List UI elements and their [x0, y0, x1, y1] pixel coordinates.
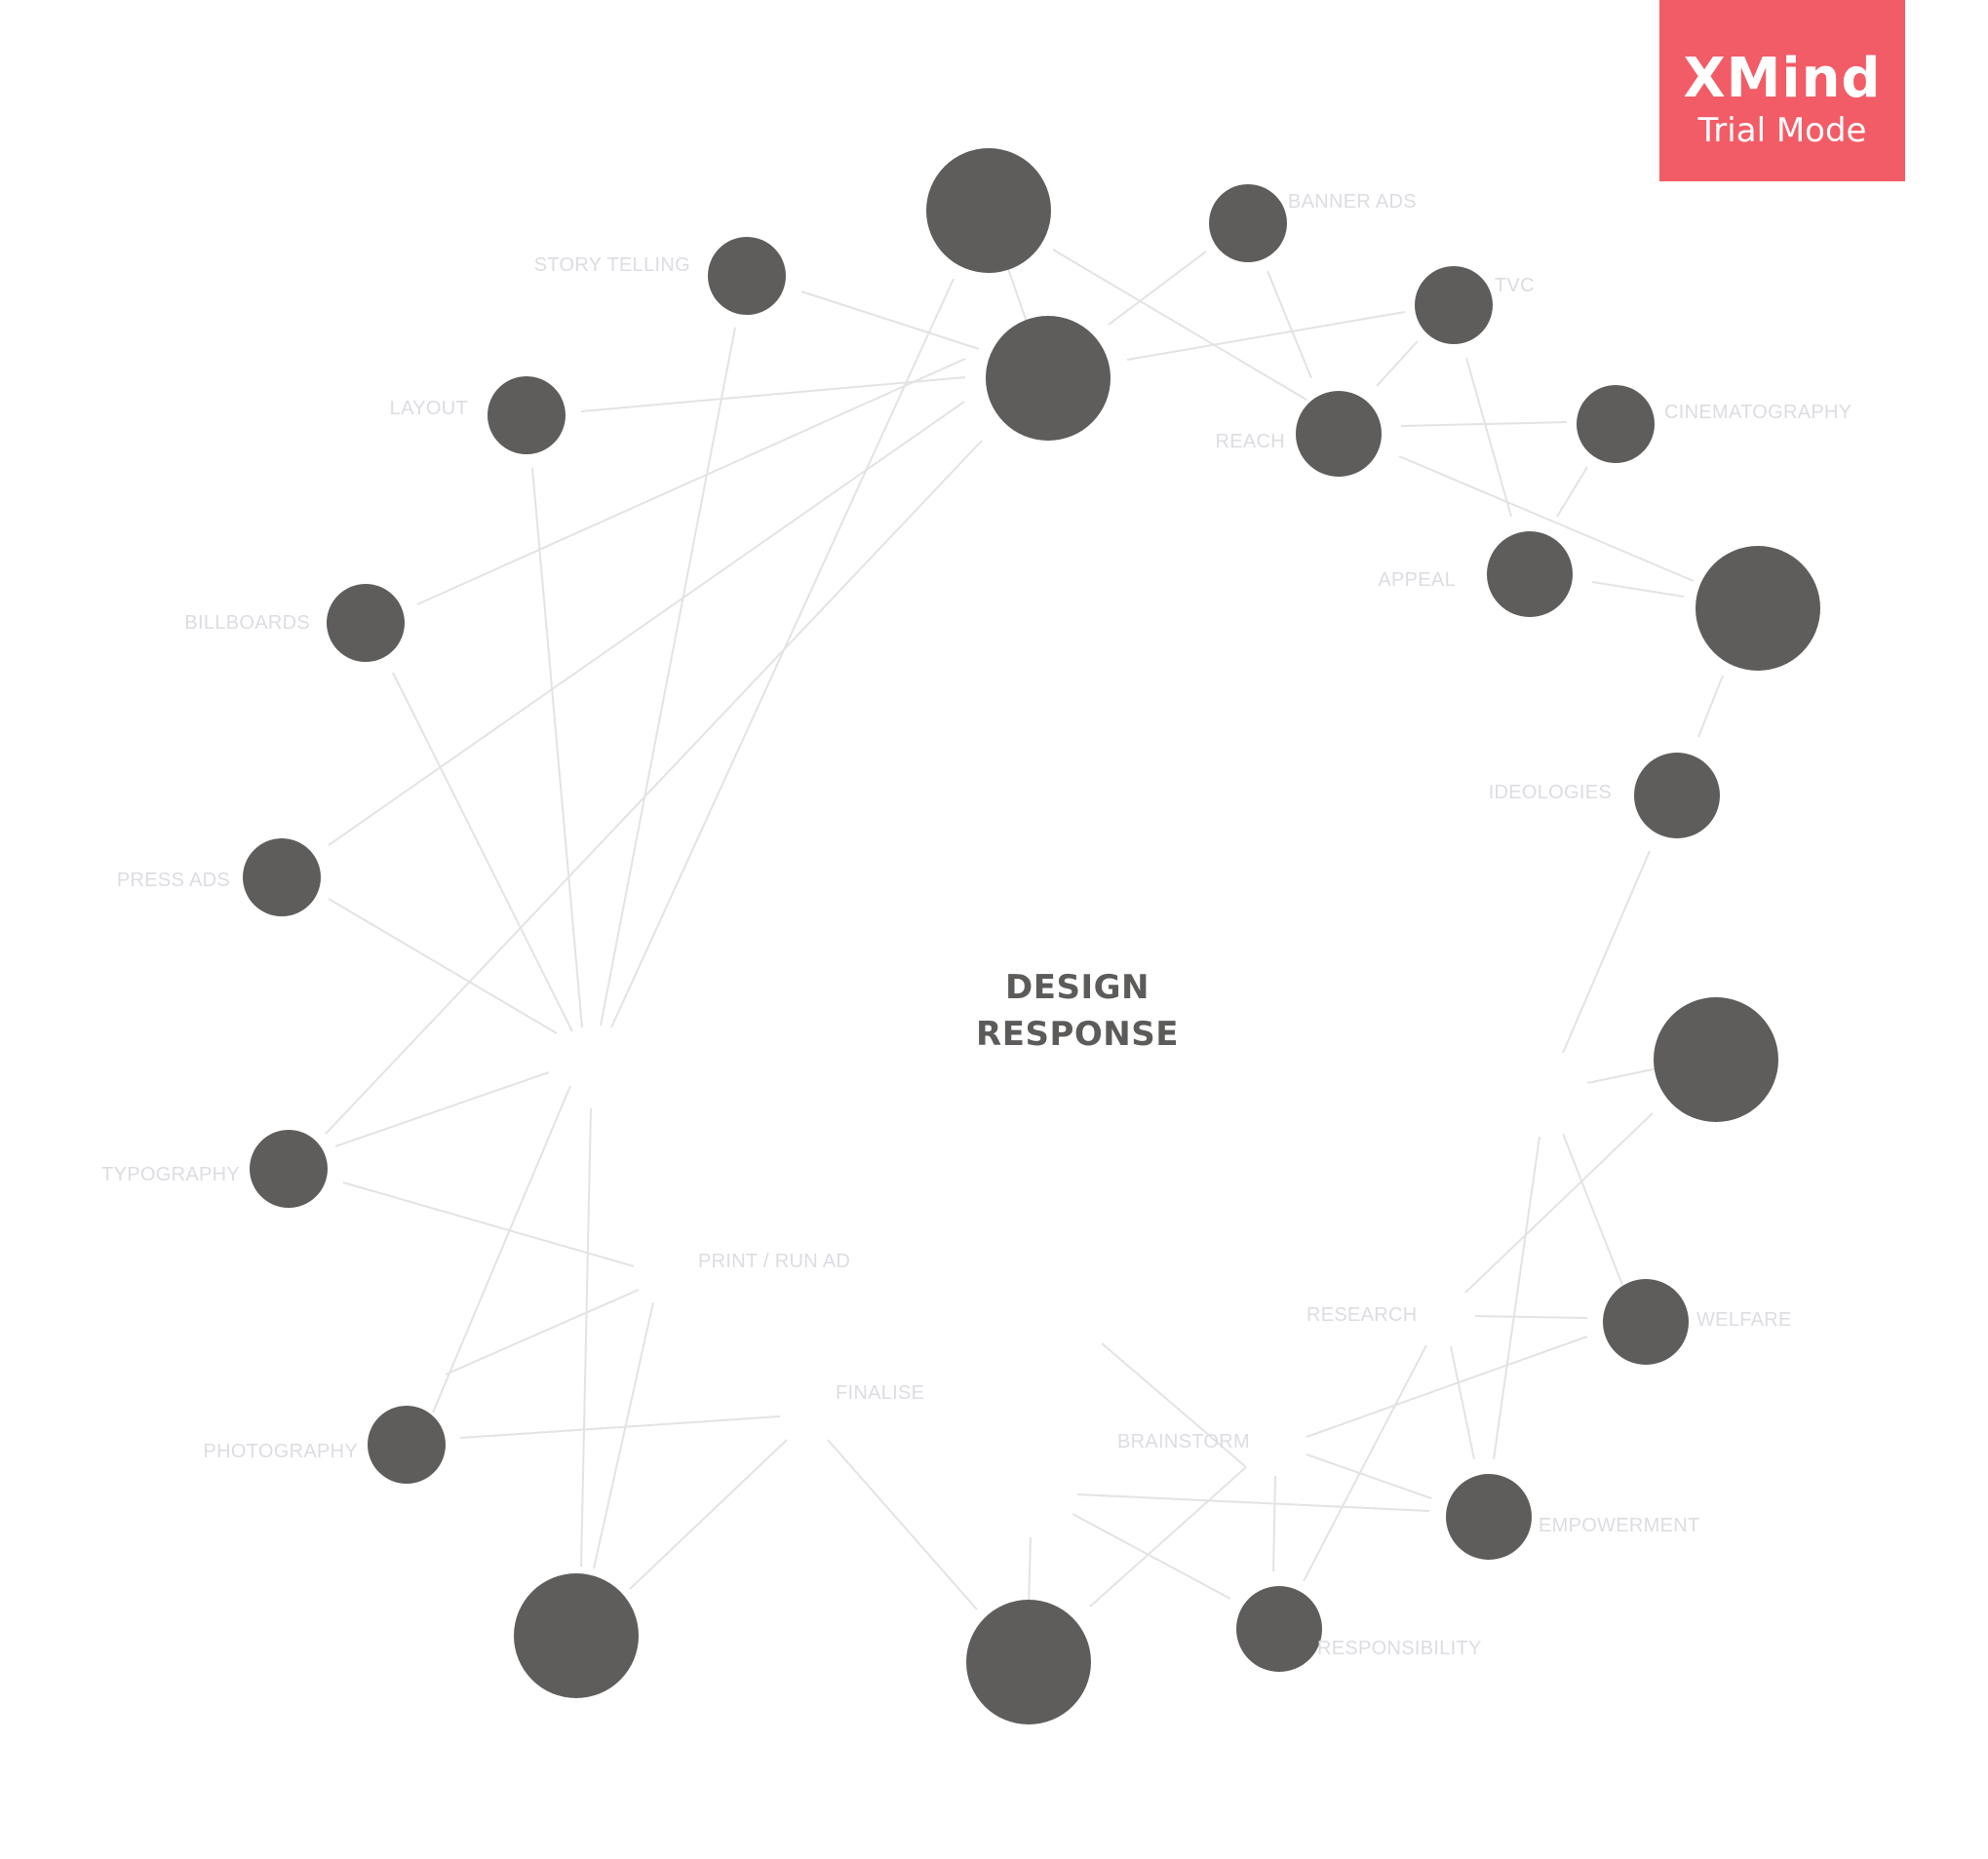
connection-line — [1464, 1112, 1654, 1294]
connection-line — [1465, 357, 1512, 518]
connection-line — [392, 672, 573, 1032]
topic-label-typography[interactable]: TYPOGRAPHY — [101, 1164, 240, 1185]
central-topic-line-2[interactable]: RESPONSE — [976, 1015, 1179, 1054]
connection-line — [1398, 455, 1695, 582]
topic-node-mid-hub[interactable] — [986, 316, 1111, 441]
topic-node-empowerment[interactable] — [1446, 1474, 1532, 1560]
connection-line — [610, 278, 955, 1028]
connection-line — [1697, 675, 1724, 738]
connection-line — [1586, 1067, 1658, 1084]
topic-node-billboards[interactable] — [327, 584, 405, 662]
connection-line — [342, 1181, 635, 1267]
connection-line — [1591, 581, 1685, 598]
topic-label-welfare[interactable]: WELFARE — [1696, 1309, 1792, 1331]
connection-line — [1076, 1493, 1430, 1512]
connection-line — [1493, 1136, 1540, 1460]
connection-line — [531, 467, 583, 1028]
connection-line — [1556, 466, 1588, 518]
topic-label-finalise[interactable]: FINALISE — [836, 1382, 924, 1404]
topic-node-bottom-left-hub[interactable] — [514, 1573, 639, 1698]
connection-line — [1562, 1133, 1623, 1286]
topic-node-banner-ads[interactable] — [1209, 184, 1287, 262]
connection-line — [416, 358, 966, 605]
topic-labels: BANNER ADS TVC REACH CINEMATOGRAPHY APPEAL ID… — [101, 191, 1852, 1659]
topic-node-right-hub[interactable] — [1696, 546, 1820, 671]
connection-line — [1376, 340, 1419, 387]
connection-line — [1005, 262, 1030, 329]
connection-line — [328, 898, 558, 1034]
topic-node-tvc[interactable] — [1415, 266, 1493, 344]
connection-lines — [325, 249, 1724, 1610]
connection-line — [1306, 1336, 1588, 1438]
connection-line — [827, 1439, 978, 1610]
xmind-trial-badge[interactable]: XMind Trial Mode — [1659, 0, 1905, 181]
topic-node-story-telling[interactable] — [708, 237, 786, 315]
connection-line — [1101, 1342, 1247, 1468]
topic-label-layout[interactable]: LAYOUT — [390, 398, 468, 419]
xmind-logo-text: XMind — [1683, 47, 1882, 110]
connection-line — [1052, 249, 1307, 401]
connection-line — [800, 290, 980, 350]
connection-line — [580, 1107, 592, 1568]
topic-nodes — [243, 148, 1820, 1724]
connection-line — [1028, 1536, 1032, 1609]
connection-line — [445, 1289, 640, 1375]
topic-node-cinematography[interactable] — [1577, 385, 1655, 463]
topic-label-responsibility[interactable]: RESPONSIBILITY — [1317, 1638, 1482, 1659]
topic-label-ideologies[interactable]: IDEOLOGIES — [1489, 782, 1612, 803]
connection-line — [1450, 1345, 1475, 1460]
connection-line — [580, 376, 966, 412]
topic-label-brainstorm[interactable]: BRAINSTORM — [1117, 1431, 1250, 1452]
connection-line — [1272, 1475, 1276, 1572]
connection-line — [325, 440, 983, 1135]
topic-label-research[interactable]: RESEARCH — [1306, 1304, 1418, 1326]
trial-mode-text: Trial Mode — [1697, 111, 1867, 150]
central-topic-line-1[interactable]: DESIGN — [1005, 968, 1150, 1007]
connection-line — [1400, 421, 1568, 427]
topic-label-story-telling[interactable]: STORY TELLING — [534, 254, 690, 276]
connection-line — [459, 1415, 781, 1439]
connection-line — [1126, 311, 1406, 361]
topic-label-tvc[interactable]: TVC — [1495, 275, 1535, 296]
topic-node-appeal[interactable] — [1487, 531, 1573, 617]
topic-node-top-hub[interactable] — [926, 148, 1051, 273]
topic-label-photography[interactable]: PHOTOGRAPHY — [203, 1441, 358, 1462]
connection-line — [1562, 850, 1651, 1054]
topic-node-bottom-hub[interactable] — [966, 1600, 1091, 1724]
connection-line — [334, 1071, 550, 1147]
topic-node-ideologies[interactable] — [1634, 753, 1720, 838]
connection-line — [600, 327, 736, 1026]
topic-node-lower-right-hub[interactable] — [1654, 997, 1778, 1122]
topic-node-reach[interactable] — [1296, 391, 1382, 477]
connection-line — [1072, 1513, 1231, 1600]
connection-line — [593, 1301, 654, 1569]
topic-label-reach[interactable]: REACH — [1215, 431, 1285, 452]
topic-node-layout[interactable] — [487, 376, 565, 454]
connection-line — [1089, 1466, 1247, 1607]
topic-node-welfare[interactable] — [1603, 1279, 1689, 1365]
connection-line — [1267, 270, 1312, 379]
topic-node-typography[interactable] — [250, 1130, 328, 1208]
connection-line — [328, 401, 965, 846]
topic-label-press-ads[interactable]: PRESS ADS — [117, 870, 230, 891]
connection-line — [1306, 1453, 1432, 1499]
topic-label-cinematography[interactable]: CINEMATOGRAPHY — [1664, 402, 1852, 423]
connection-line — [1474, 1315, 1588, 1319]
connection-line — [432, 1085, 571, 1414]
connection-line — [629, 1439, 788, 1590]
connection-line — [1108, 251, 1207, 326]
topic-node-photography[interactable] — [368, 1406, 446, 1484]
topic-label-appeal[interactable]: APPEAL — [1378, 569, 1456, 591]
topic-label-print-run-ad[interactable]: PRINT / RUN AD — [698, 1251, 850, 1272]
topic-label-empowerment[interactable]: EMPOWERMENT — [1539, 1515, 1700, 1536]
topic-label-banner-ads[interactable]: BANNER ADS — [1288, 191, 1417, 213]
topic-node-responsibility[interactable] — [1236, 1586, 1322, 1672]
connection-line — [1303, 1344, 1427, 1582]
topic-label-billboards[interactable]: BILLBOARDS — [184, 612, 310, 634]
topic-node-press-ads[interactable] — [243, 838, 321, 916]
